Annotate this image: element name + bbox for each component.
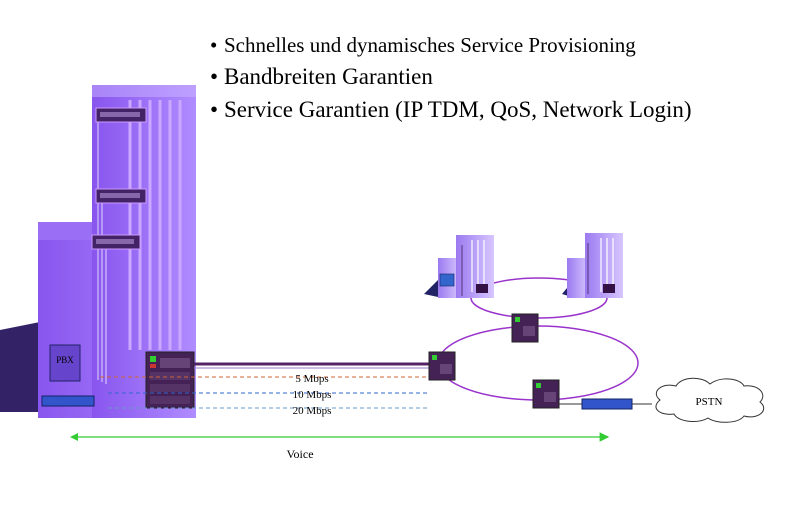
bullet-dot: • [210,64,219,89]
building-shadow [0,322,40,412]
main-building: PBX [0,85,196,418]
ring-switch [532,379,560,409]
rate-label-10: 10 Mbps [293,389,332,401]
floor-switch [95,107,147,123]
bullet-item: •Service Garantien (IP TDM, QoS, Network… [210,93,692,126]
pbx-label: PBX [56,355,74,365]
bullet-item: •Schnelles und dynamisches Service Provi… [210,30,692,60]
remote-building-right [562,233,623,298]
pbx-box: PBX [49,344,81,382]
bullet-dot: • [210,33,218,57]
remote-building-left [424,235,494,298]
ring-switch [511,313,539,343]
core-switch [145,351,195,409]
bullet-text: Schnelles und dynamisches Service Provis… [224,33,636,57]
bullet-dot: • [210,97,219,122]
floor-switch [95,188,147,204]
bullet-text: Service Garantien (IP TDM, QoS, Network … [224,97,692,122]
pstn-gateway [581,398,633,410]
building-roof [38,222,98,242]
voice-label: Voice [286,447,313,461]
pstn-label: PSTN [696,396,723,408]
bullet-item: •Bandbreiten Garantien [210,60,692,93]
ring-switch [428,351,456,381]
voice-arrow-head-left [70,433,78,441]
pstn-cloud: PSTN [655,377,765,423]
rate-label-5: 5 Mbps [295,373,328,385]
bullet-list: •Schnelles und dynamisches Service Provi… [210,30,692,126]
floor-switch [91,234,141,250]
building-stripes [128,100,182,350]
rate-label-20: 20 Mbps [293,405,332,417]
bullet-text: Bandbreiten Garantien [224,64,433,89]
phone-device [41,395,95,407]
